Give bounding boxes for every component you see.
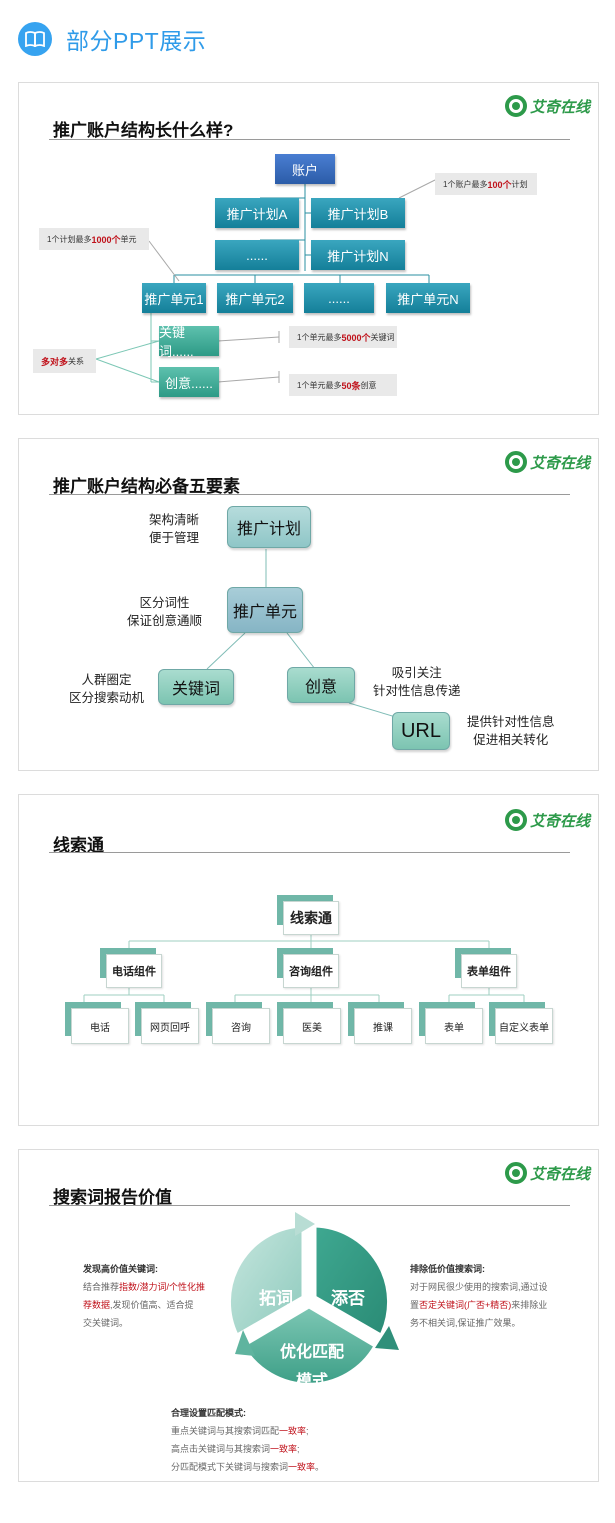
cycle-label-expand: 拓词	[259, 1289, 293, 1308]
logo-icon	[504, 1162, 527, 1184]
left-description: 发现高价值关键词: 结合推荐指数/潜力词/个性化推 荐数据,发现价值高、适合提 …	[83, 1264, 206, 1328]
cycle-label-mode: 模式	[295, 1373, 328, 1390]
creative-node: 创意	[287, 667, 355, 703]
group-node-consult: 咨询组件	[283, 954, 339, 988]
brand-logo: 艾奇在线	[504, 809, 590, 831]
title-divider	[49, 139, 570, 140]
title-divider	[49, 852, 570, 853]
brand-logo: 艾奇在线	[504, 1162, 590, 1184]
plan-desc: 架构清晰便于管理	[149, 513, 200, 545]
unit-box-more: ......	[304, 283, 374, 313]
slide-xiansuotong: 艾奇在线 线索通 线索通 电话组件 咨询组件 表单组件	[18, 794, 599, 1126]
logo-text: 艾奇在线	[529, 1165, 590, 1183]
unit-box-2: 推广单元2	[217, 283, 293, 313]
group-node-phone: 电话组件	[106, 954, 162, 988]
plan-node: 推广计划	[227, 506, 311, 548]
child-node: 电话	[71, 1008, 129, 1044]
child-node: 自定义表单	[495, 1008, 553, 1044]
cycle-label-optimize: 优化匹配	[279, 1344, 344, 1361]
brand-logo: 艾奇在线	[504, 95, 590, 117]
tree-connectors	[95, 179, 436, 383]
root-node: 线索通	[283, 901, 339, 935]
slide-five-elements: 艾奇在线 推广账户结构必备五要素 推广计划 推广单元 关键词 创意 URL 架构…	[18, 438, 599, 771]
note-many-to-many: 多对多关系	[33, 349, 96, 373]
logo-text: 艾奇在线	[529, 812, 590, 830]
slide-title: 推广账户结构必备五要素	[53, 477, 240, 496]
unit-node: 推广单元	[227, 587, 303, 633]
slide-title: 推广账户结构长什么样?	[53, 121, 234, 140]
logo-icon	[504, 95, 527, 117]
plan-box-n: 推广计划N	[311, 240, 405, 270]
brand-logo: 艾奇在线	[504, 451, 590, 473]
plan-box-a: 推广计划A	[215, 198, 299, 228]
title-divider	[49, 1205, 570, 1206]
tree-connectors	[83, 933, 525, 1003]
logo-text: 艾奇在线	[529, 454, 590, 472]
unit-desc: 区分词性保证创意通顺	[127, 596, 203, 628]
child-node: 咨询	[212, 1008, 270, 1044]
url-desc: 提供针对性信息促进相关转化	[467, 715, 555, 747]
creative-desc: 吸引关注针对性信息传递	[373, 666, 461, 698]
title-divider	[49, 494, 570, 495]
keyword-box: 关键词......	[159, 325, 219, 359]
url-node: URL	[392, 712, 450, 750]
child-node: 表单	[425, 1008, 483, 1044]
cycle-label-negative: 添否	[331, 1289, 365, 1308]
page-title: 部分PPT展示	[66, 28, 207, 54]
page-header: 部分PPT展示	[18, 22, 206, 56]
slide-title: 搜索词报告价值	[53, 1188, 172, 1207]
slide-title: 线索通	[53, 836, 104, 855]
slide-account-structure: 艾奇在线 推广账户结构长什么样?	[18, 82, 599, 415]
child-node: 推课	[354, 1008, 412, 1044]
keyword-node: 关键词	[158, 669, 234, 705]
child-node: 医美	[283, 1008, 341, 1044]
bottom-description: 合理设置匹配模式: 重点关键词与其搜索词匹配一致率; 高点击关键词与其搜索词一致…	[171, 1408, 325, 1472]
right-description: 排除低价值搜索词: 对于网民很少使用的搜索词,通过设 置否定关键词(广否+精否)…	[410, 1264, 548, 1328]
logo-icon	[504, 451, 527, 473]
cycle-diagram	[227, 1212, 399, 1386]
account-box: 账户	[275, 154, 335, 184]
plan-box-b: 推广计划B	[311, 198, 405, 228]
logo-text: 艾奇在线	[529, 98, 590, 116]
book-icon	[18, 22, 52, 56]
keyword-desc: 人群圈定区分搜索动机	[69, 673, 145, 705]
logo-icon	[504, 809, 527, 831]
creative-box: 创意......	[159, 367, 219, 397]
plan-box-more: ......	[215, 240, 299, 270]
unit-box-1: 推广单元1	[142, 283, 206, 313]
group-node-form: 表单组件	[461, 954, 517, 988]
unit-box-n: 推广单元N	[386, 283, 470, 313]
slide-search-term-report: 艾奇在线 搜索词报告价值 拓词 添否 优化匹配 模式 发现高价值关键词:	[18, 1149, 599, 1482]
child-node: 网页回呼	[141, 1008, 199, 1044]
